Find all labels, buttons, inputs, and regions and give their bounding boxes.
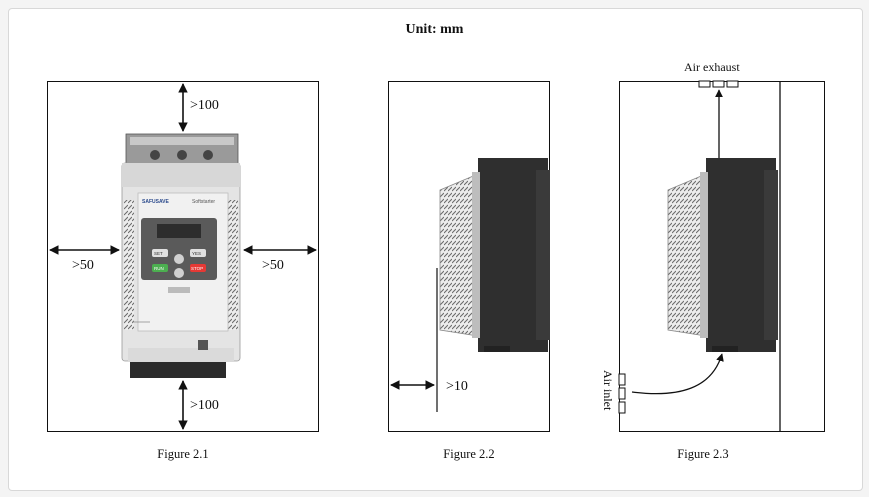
unit-title: Unit: mm	[405, 22, 464, 37]
device-model: Softstarter	[192, 199, 215, 205]
air-inlet-label: Air inlet	[601, 370, 615, 411]
key-set: SET	[154, 251, 163, 256]
device-brand: SAFUSAVE	[142, 199, 170, 205]
softstarter-side-view-fig2	[439, 158, 550, 352]
softstarter-front-view	[121, 133, 241, 378]
top-clearance-label: >100	[190, 98, 219, 113]
figure-2-caption: Figure 2.2	[443, 447, 495, 461]
air-inlet-arrow	[631, 353, 724, 395]
air-exhaust-label: Air exhaust	[684, 60, 740, 74]
left-clearance-label: >50	[72, 258, 94, 273]
bottom-clearance-label: >100	[190, 398, 219, 413]
key-stop: STOP	[191, 266, 203, 271]
right-clearance-label: >50	[262, 258, 284, 273]
key-run: RUN	[154, 266, 164, 271]
softstarter-side-view-fig3	[667, 158, 778, 352]
figure-1-caption: Figure 2.1	[157, 447, 209, 461]
figure-3-caption: Figure 2.3	[677, 447, 729, 461]
back-clearance-label: >10	[446, 379, 468, 394]
key-yes: YES	[192, 251, 201, 256]
